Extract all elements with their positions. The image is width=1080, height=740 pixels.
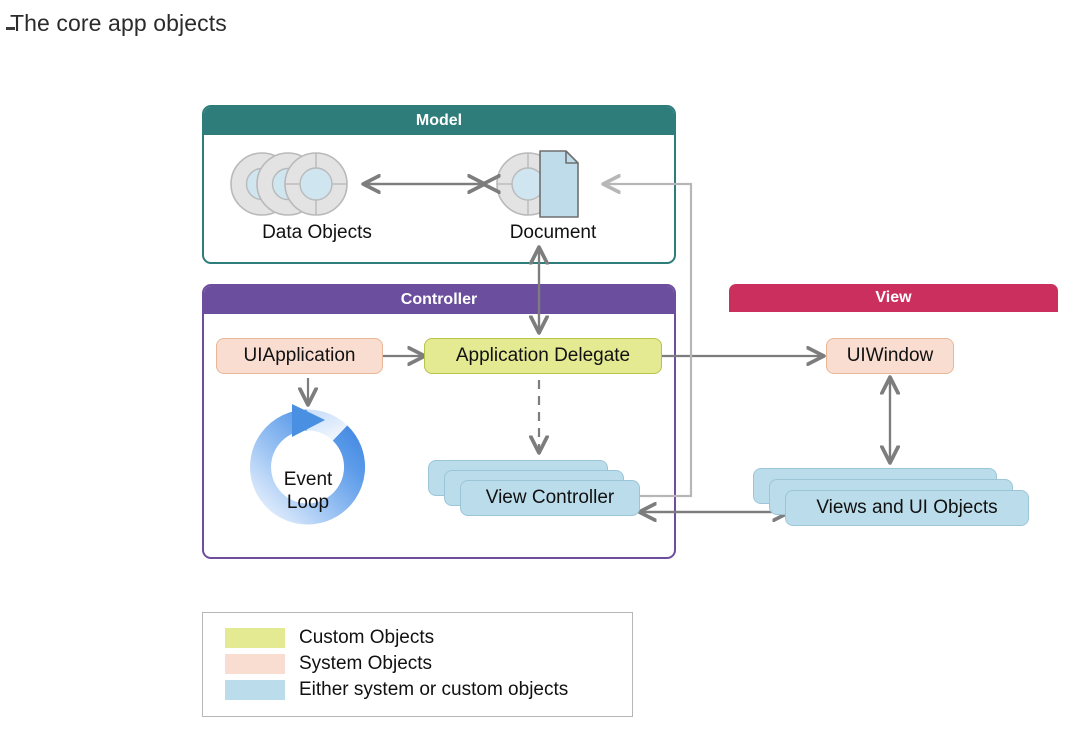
event-loop-line-2: Loop <box>286 492 330 513</box>
views-card-front[interactable]: Views and UI Objects <box>785 490 1029 526</box>
legend-label-system: System Objects <box>299 653 433 674</box>
node-application-delegate-label: Application Delegate <box>455 345 631 366</box>
node-views-and-ui-objects-label: Views and UI Objects <box>816 497 998 518</box>
node-application-delegate[interactable]: Application Delegate <box>424 338 662 374</box>
legend-swatch-custom <box>225 628 285 648</box>
legend-swatch-either <box>225 680 285 700</box>
label-document: Document <box>509 222 597 243</box>
node-views-and-ui-objects[interactable]: Views and UI Objects <box>753 468 1029 526</box>
legend: Custom Objects System Objects Either sys… <box>202 612 633 717</box>
node-uiwindow-label: UIWindow <box>846 345 934 366</box>
legend-item-either: Either system or custom objects <box>225 677 632 703</box>
legend-label-custom: Custom Objects <box>299 627 435 648</box>
page-title: The core app objects <box>6 10 227 37</box>
node-uiwindow[interactable]: UIWindow <box>826 338 954 374</box>
legend-item-system: System Objects <box>225 651 632 677</box>
event-loop-line-1: Event <box>283 469 333 490</box>
page-title-text: The core app objects <box>10 10 227 36</box>
node-view-controller-label: View Controller <box>485 487 615 508</box>
label-data-objects: Data Objects <box>262 222 372 243</box>
group-model-title: Model <box>204 107 674 135</box>
view-controller-card-front[interactable]: View Controller <box>460 480 640 516</box>
legend-label-either: Either system or custom objects <box>299 679 569 700</box>
node-uiapplication[interactable]: UIApplication <box>216 338 383 374</box>
legend-swatch-system <box>225 654 285 674</box>
node-uiapplication-label: UIApplication <box>243 345 356 366</box>
group-controller: Controller <box>202 284 676 559</box>
node-view-controller[interactable]: View Controller <box>428 460 640 516</box>
dash-marker-icon <box>6 27 15 30</box>
group-view-title: View <box>729 284 1058 312</box>
group-controller-title: Controller <box>204 286 674 314</box>
label-event-loop: Event Loop <box>258 468 358 514</box>
legend-item-custom: Custom Objects <box>225 625 632 651</box>
